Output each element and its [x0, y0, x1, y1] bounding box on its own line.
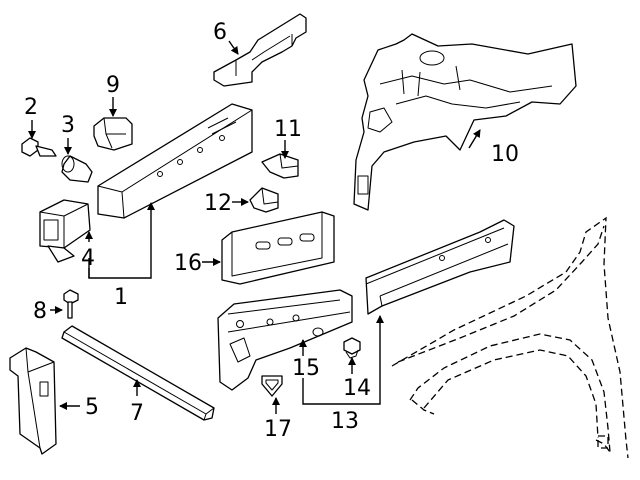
callout-2: 2 [24, 95, 38, 120]
callout-4: 4 [81, 246, 95, 271]
callout-8: 8 [33, 299, 47, 324]
callout-6: 6 [213, 20, 227, 45]
callout-1: 1 [114, 285, 128, 310]
callout-7: 7 [130, 401, 144, 426]
leader-lines [28, 40, 481, 414]
part-10-inner-apron [353, 33, 577, 211]
callout-11: 11 [274, 117, 302, 142]
callout-15: 15 [292, 356, 320, 381]
part-12-clip [249, 187, 279, 213]
part-9-clip [93, 117, 133, 151]
part-14-plug [343, 337, 361, 359]
part-15-front-apron [217, 289, 353, 391]
callout-17: 17 [264, 417, 292, 442]
callout-5: 5 [85, 395, 99, 420]
fender-outline [391, 216, 629, 459]
callout-13: 13 [331, 409, 359, 434]
part-6-bracket [213, 13, 307, 87]
callout-3: 3 [61, 113, 75, 138]
part-4-bracket [39, 199, 91, 263]
part-16-reinforcement [221, 211, 335, 285]
callout-10: 10 [491, 142, 519, 167]
part-5-bracket [9, 347, 57, 455]
part-1-frame-rail [97, 103, 253, 219]
part-2-bolt [21, 137, 57, 157]
callout-9: 9 [106, 73, 120, 98]
part-8-bolt [63, 289, 79, 319]
part-17-insulator [261, 375, 283, 397]
callout-12: 12 [204, 191, 232, 216]
part-13-apron-rail [365, 219, 515, 315]
callout-16: 16 [174, 251, 202, 276]
part-11-clip [261, 153, 299, 179]
part-3-spacer [61, 155, 93, 183]
callout-14: 14 [343, 376, 371, 401]
callout-labels: 6 2 3 9 10 11 12 4 16 1 8 15 14 5 7 13 1… [24, 20, 519, 442]
part-7-tie-bar [61, 325, 215, 421]
